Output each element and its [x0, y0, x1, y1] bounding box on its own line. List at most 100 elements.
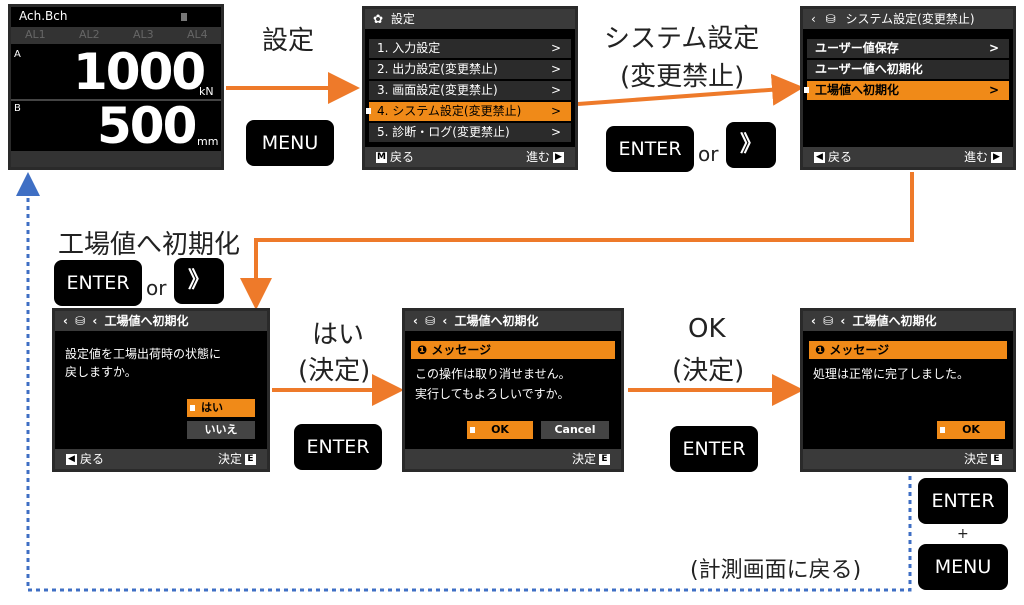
left-arrow-icon: ◀ [814, 152, 825, 163]
key-next-1[interactable]: 》 [726, 122, 776, 168]
label-or-1: or [698, 142, 719, 166]
system-item-init-user[interactable]: ユーザー値へ初期化 [807, 60, 1009, 79]
no-label: いいえ [204, 423, 238, 436]
ok-button[interactable]: OK [937, 421, 1005, 439]
ok-label: OK [962, 423, 980, 436]
system-title: システム設定(変更禁止) [845, 12, 975, 26]
yes-label: はい [201, 401, 223, 414]
settings-item-label: 3. 画面設定(変更禁止) [377, 83, 498, 97]
channel-b-value: 500 [97, 97, 197, 155]
alarm-bar: AL1 AL2 AL3 AL4 [11, 27, 221, 44]
key-menu[interactable]: MENU [246, 120, 334, 166]
settings-item-diagnostics[interactable]: 5. 診断・ログ(変更禁止) > [369, 123, 571, 142]
confirm-line-1: 設定値を工場出荷時の状態に [65, 347, 222, 361]
warning-title: 工場値へ初期化 [454, 314, 539, 328]
scroll-indicator-icon [181, 13, 187, 21]
arrow-settings-to-system [577, 73, 804, 106]
chevron-right-icon: > [550, 125, 561, 139]
key-enter-5[interactable]: ENTER [918, 478, 1008, 524]
key-enter-4[interactable]: ENTER [670, 426, 758, 472]
database-icon: ⛁ [823, 314, 834, 328]
arrow-return-to-meas [15, 172, 912, 592]
right-arrow-icon: ▶ [553, 152, 564, 163]
ok-button[interactable]: OK [467, 421, 533, 439]
footer-next-label: 進む [963, 150, 988, 164]
cancel-label: Cancel [554, 423, 596, 436]
enter-key-icon: E [991, 454, 1002, 465]
system-footer: ◀戻る 進む▶ [803, 147, 1013, 167]
settings-item-output[interactable]: 2. 出力設定(変更禁止)> [369, 60, 571, 79]
back-chevron-icon: ‹ [811, 314, 816, 328]
warning-title-bar: ‹ ⛁ ‹ 工場値へ初期化 [405, 311, 621, 331]
info-icon: ❶ [815, 343, 826, 357]
chevron-right-icon: > [550, 83, 561, 97]
warning-screen: ‹ ⛁ ‹ 工場値へ初期化 ❶ メッセージ この操作は取り消せません。 実行して… [402, 308, 624, 472]
done-title-bar: ‹ ⛁ ‹ 工場値へ初期化 [803, 311, 1013, 331]
system-item-label: ユーザー値保存 [815, 41, 899, 55]
footer-next[interactable]: 進む▶ [964, 147, 1005, 167]
channel-b-label: B [14, 103, 21, 114]
chevron-right-icon: > [988, 83, 999, 97]
measurement-screen: Ach.Bch AL1 AL2 AL3 AL4 A 1000 kN B 500 … [8, 4, 224, 170]
back-chevron-icon: ‹ [840, 314, 846, 328]
right-arrow-icon: ▶ [991, 152, 1002, 163]
key-enter-1[interactable]: ENTER [606, 126, 694, 172]
chevron-right-icon: > [550, 104, 561, 118]
settings-title: 設定 [390, 12, 415, 26]
no-button[interactable]: いいえ [187, 421, 255, 439]
footer-next[interactable]: 進む▶ [526, 147, 567, 167]
footer-back[interactable]: ◀戻る [811, 147, 852, 167]
footer-decide-label: 決定 [217, 452, 242, 466]
database-icon: ⛁ [75, 314, 86, 328]
label-henko-kinshi: (変更禁止) [620, 62, 745, 92]
back-chevron-icon: ‹ [63, 314, 68, 328]
done-screen: ‹ ⛁ ‹ 工場値へ初期化 ❶ メッセージ 処理は正常に完了しました。 OK 決… [800, 308, 1016, 472]
channel-a-value: 1000 [73, 43, 206, 101]
footer-back[interactable]: ◀戻る [63, 449, 104, 469]
key-next-2[interactable]: 》 [174, 258, 224, 304]
database-icon: ⛁ [825, 12, 836, 26]
channel-divider [11, 99, 221, 101]
alarm-al3: AL3 [133, 28, 154, 41]
back-chevron-icon: ‹ [413, 314, 418, 328]
footer-decide-label: 決定 [963, 452, 988, 466]
alarm-al4: AL4 [187, 28, 208, 41]
settings-item-label: 2. 出力設定(変更禁止) [377, 62, 498, 76]
gear-icon: ✿ [373, 12, 384, 26]
key-menu-2[interactable]: MENU [918, 544, 1008, 590]
cancel-button[interactable]: Cancel [541, 421, 609, 439]
confirm-title-bar: ‹ ⛁ ‹ 工場値へ初期化 [55, 311, 267, 331]
message-header-label: メッセージ [829, 343, 890, 357]
system-item-save-user[interactable]: ユーザー値保存> [807, 39, 1009, 58]
settings-item-system[interactable]: 4. システム設定(変更禁止)> [366, 102, 571, 121]
key-enter-2[interactable]: ENTER [54, 260, 142, 306]
key-enter-3[interactable]: ENTER [294, 424, 382, 470]
system-item-label: ユーザー値へ初期化 [815, 62, 923, 76]
done-title: 工場値へ初期化 [852, 314, 937, 328]
confirm-line-2: 戻しますか。 [65, 365, 137, 379]
label-kettei-1: (決定) [298, 356, 371, 386]
warning-line-1: この操作は取り消せません。 [415, 367, 571, 381]
left-arrow-icon: ◀ [66, 454, 77, 465]
settings-title-bar: ✿ 設定 [365, 9, 575, 29]
settings-item-input[interactable]: 1. 入力設定> [369, 39, 571, 58]
system-item-label: 工場値へ初期化 [815, 83, 900, 97]
label-hai: はい [312, 320, 365, 350]
footer-back-label: 戻る [80, 452, 105, 466]
message-header: ❶ メッセージ [809, 341, 1007, 359]
database-icon: ⛁ [425, 314, 436, 328]
settings-item-display[interactable]: 3. 画面設定(変更禁止) > [369, 81, 571, 100]
channel-a-unit: kN [199, 85, 214, 98]
yes-button[interactable]: はい [187, 399, 255, 417]
system-item-init-factory[interactable]: 工場値へ初期化 > [804, 81, 1009, 100]
settings-item-label: 5. 診断・ログ(変更禁止) [377, 125, 510, 139]
channel-b-unit: mm [197, 135, 219, 148]
label-back-to-measurement: (計測画面に戻る) [690, 558, 862, 583]
back-chevron-icon: ‹ [442, 314, 448, 328]
